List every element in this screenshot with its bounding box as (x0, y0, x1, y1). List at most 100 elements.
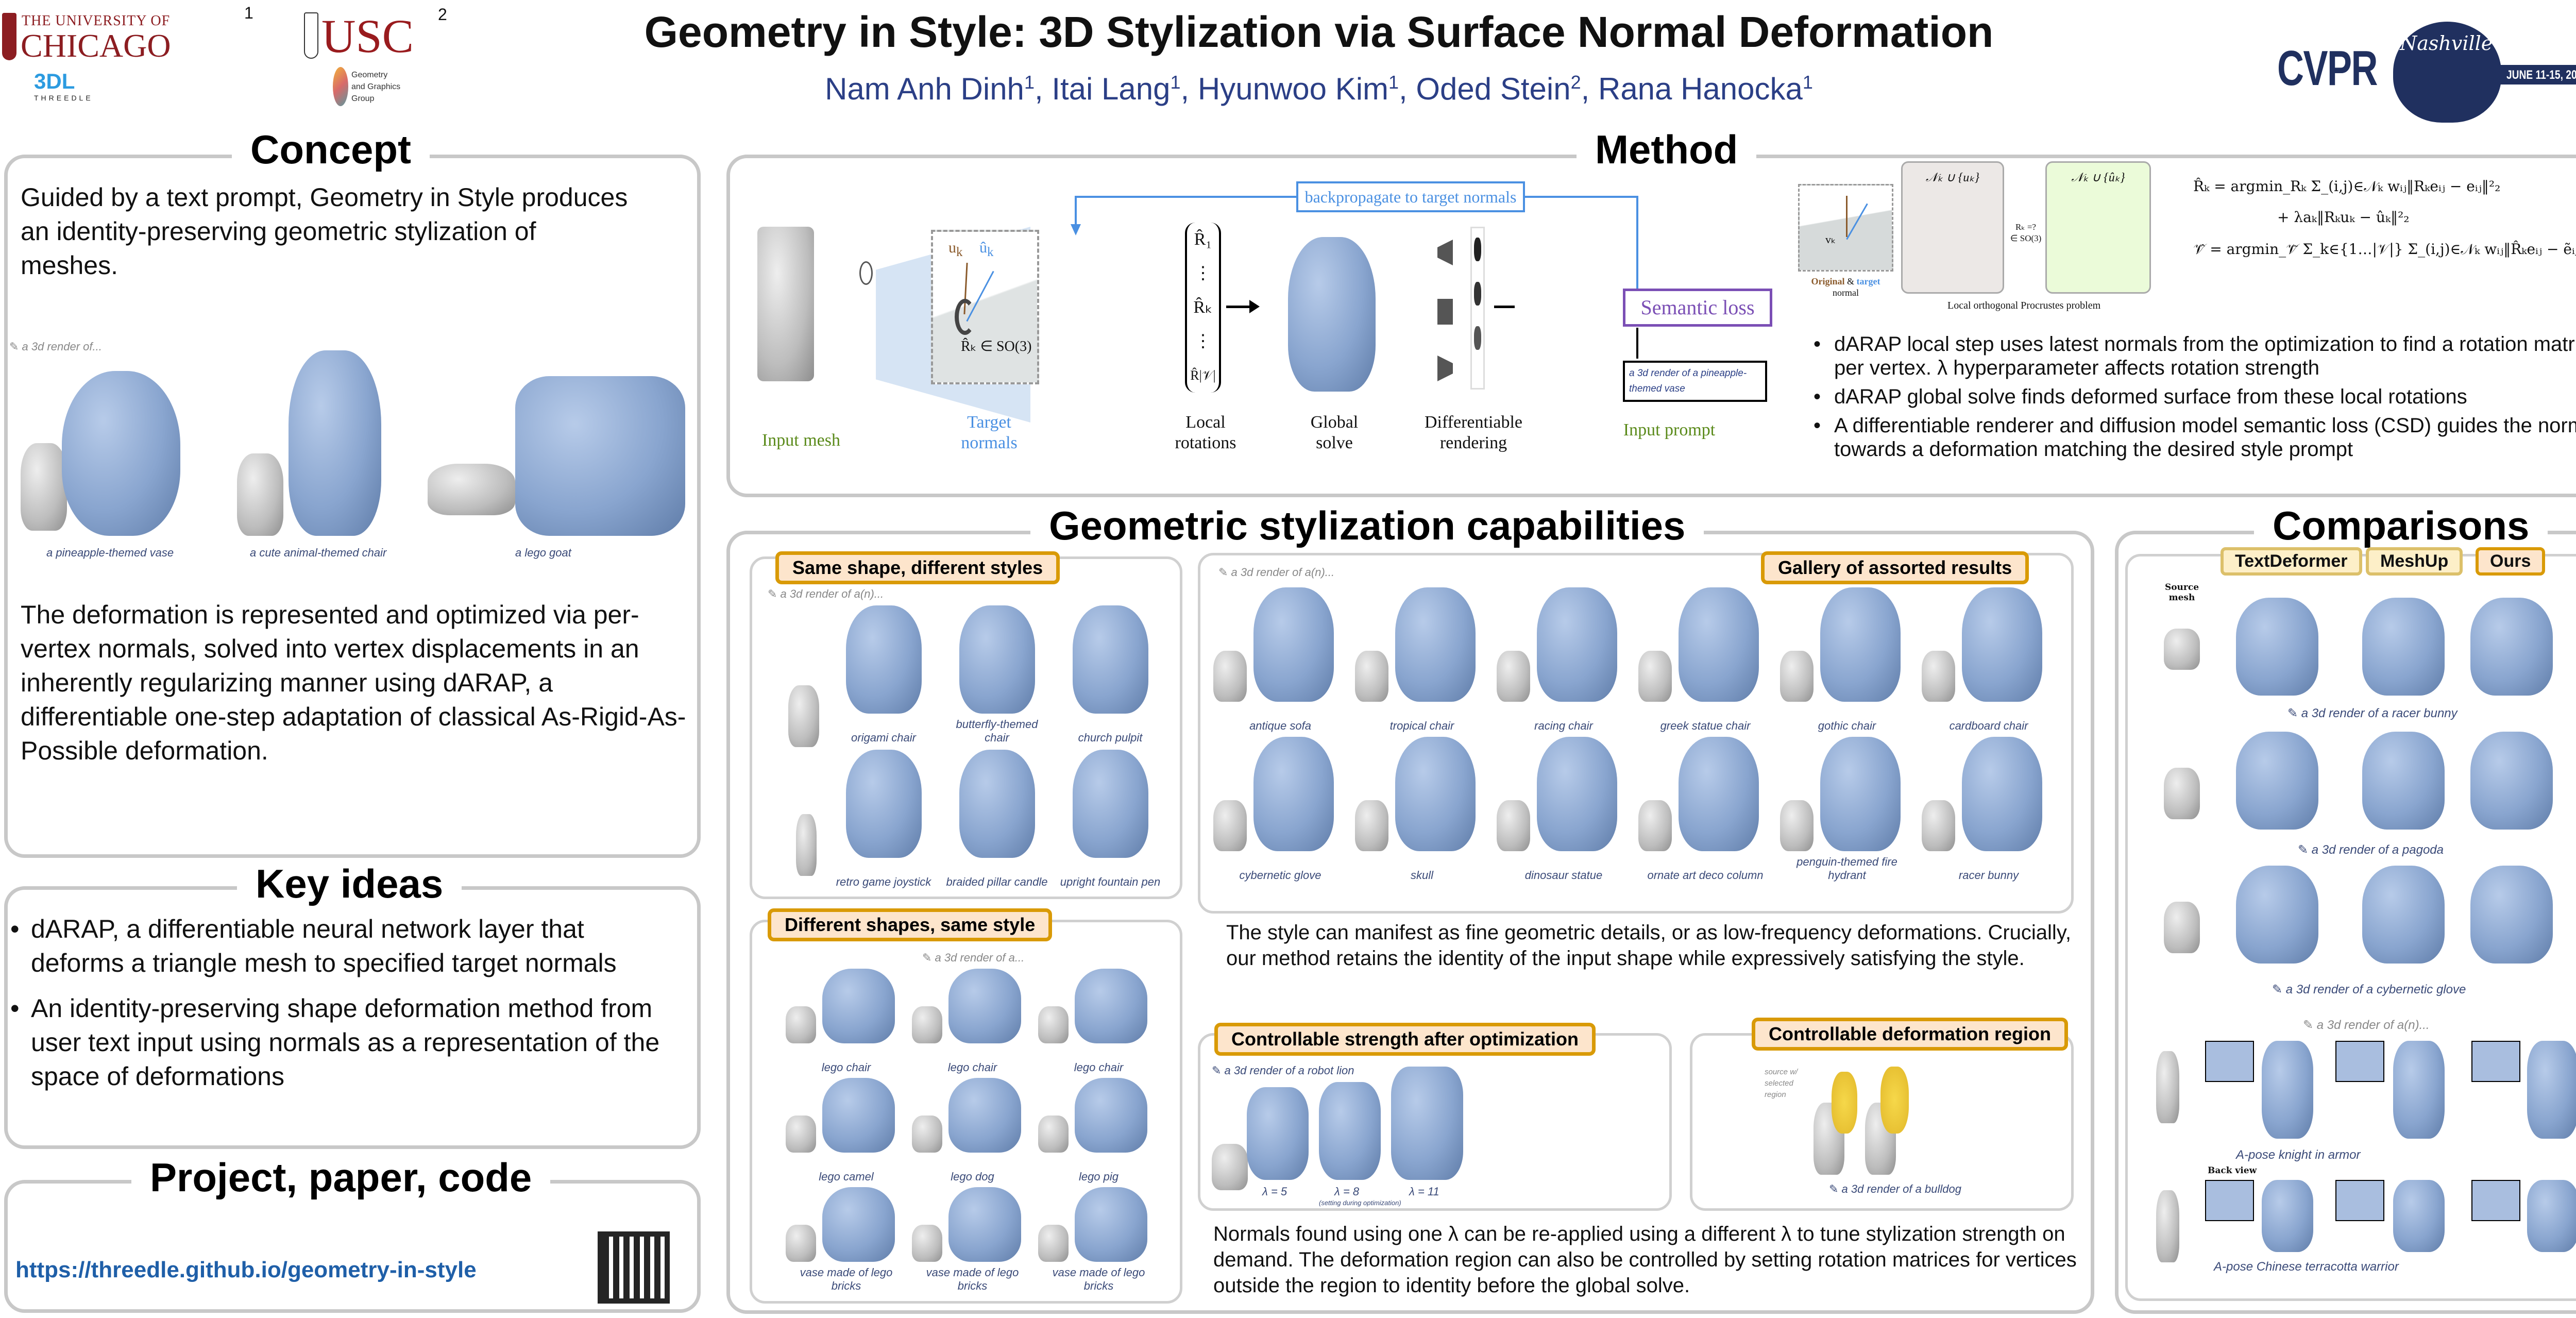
stylized-mesh-image (822, 1078, 895, 1153)
author: Oded Stein2, (1416, 72, 1598, 106)
gallery-box (1198, 553, 2074, 914)
uchicago-top-text: THE UNIVERSITY OF (22, 13, 171, 29)
human-result (2393, 1180, 2445, 1252)
human-result (2527, 1180, 2576, 1252)
human-caption: A-pose Chinese terracotta warrior (2214, 1260, 2399, 1274)
comparison-result-meshup (2362, 598, 2445, 696)
rotation-v: R̂|𝒱| (1190, 368, 1216, 383)
gallery-result: racer bunny (1922, 737, 2056, 882)
stylized-mesh-image (1820, 587, 1901, 702)
diff-shapes-tag: Different shapes, same style (768, 908, 1053, 941)
comparison-result-meshup (2362, 732, 2445, 830)
concept-caption: a cute animal-themed chair (250, 546, 387, 559)
stylized-mesh-image (959, 605, 1035, 714)
threedle-text: THREEDLE (34, 94, 93, 102)
result-caption: skull (1410, 869, 1433, 882)
stylized-mesh-image (948, 1187, 1021, 1262)
key-ideas-list: dARAP, a differentiable neural network l… (10, 912, 680, 1093)
method-tag-ours: Ours (2476, 547, 2546, 576)
pencil-icon: ✎ (9, 340, 22, 353)
comparison-source-mesh (2164, 902, 2200, 953)
threedle-logo: 3DL THREEDLE (34, 69, 93, 110)
source-chair-image (788, 685, 819, 747)
same-shape-result: church pulpit (1056, 605, 1164, 745)
arrow-down-icon (1071, 224, 1081, 235)
comparison-result-ours (2470, 866, 2553, 964)
stylized-mesh-image (1679, 587, 1759, 702)
original-target-normal-figure: vₖ (1798, 184, 1893, 272)
ggg-globe-icon (333, 67, 348, 106)
stage-label-input-mesh: Input mesh (761, 431, 841, 450)
diff-shapes-result: vase made of lego bricks (912, 1187, 1033, 1293)
stylized-mesh-image (959, 750, 1035, 858)
usc-logo: USC 2 (304, 5, 459, 62)
source-mesh-image (1038, 1225, 1069, 1262)
lambda-label: λ = 11 (1409, 1185, 1439, 1198)
concept-title: Concept (232, 126, 430, 173)
same-shape-result: origami chair (829, 605, 938, 745)
uchicago-logo: THE UNIVERSITY OF CHICAGO 1 (2, 4, 253, 64)
source-mesh-image (912, 1225, 942, 1262)
pineapple-vase-image (62, 371, 180, 536)
stylized-mesh-image (1679, 737, 1759, 851)
source-mesh-image (1497, 651, 1530, 702)
author: Nam Anh Dinh1, (825, 72, 1052, 106)
backprop-arrow-line (1075, 196, 1296, 198)
threedle-mark: 3DL (34, 69, 75, 93)
source-mesh-image (1355, 800, 1388, 851)
backprop-box: backpropagate to target normals (1296, 181, 1525, 212)
source-mesh-image (1638, 800, 1672, 851)
gallery-result: antique sofa (1213, 587, 1347, 733)
diff-shapes-result: lego chair (912, 969, 1033, 1074)
comparison-result-ours (2470, 598, 2553, 696)
stylized-mesh-image (1072, 750, 1148, 858)
region-prompt: ✎ a 3d render of a bulldog (1829, 1182, 1961, 1195)
source-mesh-image (786, 1116, 816, 1153)
result-caption: tropical chair (1389, 719, 1454, 732)
stage-label-local-rotations: Local rotations (1175, 413, 1236, 452)
source-mesh-image (1355, 651, 1388, 702)
result-caption: lego dog (951, 1170, 994, 1183)
project-link[interactable]: https://threedle.github.io/geometry-in-s… (15, 1257, 477, 1282)
backprop-arrow-vertical (1636, 196, 1638, 289)
style-text: The style can manifest as fine geometric… (1226, 921, 2071, 970)
source-mesh-image (1780, 651, 1814, 702)
stylized-mesh-image (845, 605, 922, 714)
result-caption: gothic chair (1818, 719, 1876, 732)
gallery-result: skull (1355, 737, 1489, 882)
stylized-mesh-image (1074, 1078, 1147, 1153)
vk-label: vₖ (1825, 233, 1836, 246)
uchicago-affiliation: 1 (244, 4, 253, 22)
gallery-result: penguin-themed fire hydrant (1780, 737, 1914, 882)
stylized-mesh-image (1074, 1187, 1147, 1262)
result-caption: cardboard chair (1949, 719, 2028, 732)
source-mesh-image (1638, 651, 1672, 702)
cvpr-logo: CVPR Nashville JUNE 11-15, 2025 (2277, 21, 2576, 124)
left-set-label: 𝒩ₖ ∪ {uₖ} (1925, 171, 1980, 184)
result-caption: lego chair (1074, 1061, 1124, 1074)
diff-shapes-result: lego dog (912, 1078, 1033, 1184)
qr-code-icon[interactable] (598, 1231, 670, 1304)
stylized-mesh-image (1253, 587, 1334, 702)
method-title: Method (1577, 126, 1757, 173)
diff-shapes-prompt: ✎ a 3d render of a... (922, 951, 1025, 964)
strength-prompt: ✎ a 3d render of a robot lion (1212, 1064, 1354, 1077)
gallery-result: gothic chair (1780, 587, 1914, 733)
gallery-result: greek statue chair (1638, 587, 1772, 733)
stage-label-target-normals: Target normals (961, 413, 1018, 452)
human-caption: A-pose knight in armor (2236, 1148, 2361, 1162)
method-tag-textdeformer: TextDeformer (2221, 547, 2362, 576)
procrustes-question: Rₖ =?∈ SO(3) (2010, 222, 2042, 243)
render-thumbnail (1474, 282, 1481, 306)
author-list: Nam Anh Dinh1, Itai Lang1, Hyunwoo Kim1,… (515, 63, 2123, 109)
project-panel (4, 1180, 701, 1313)
input-mesh-image (757, 227, 814, 381)
zoom-inset (2335, 1041, 2384, 1082)
rotation-1: R̂₁ (1194, 230, 1212, 249)
lambda-label: λ = 8 (1334, 1185, 1360, 1198)
same-shape-result: upright fountain pen (1056, 750, 1164, 889)
stylized-mesh-image (948, 1078, 1021, 1153)
comparison-source-mesh (2164, 629, 2200, 670)
animal-chair-image (289, 350, 381, 536)
